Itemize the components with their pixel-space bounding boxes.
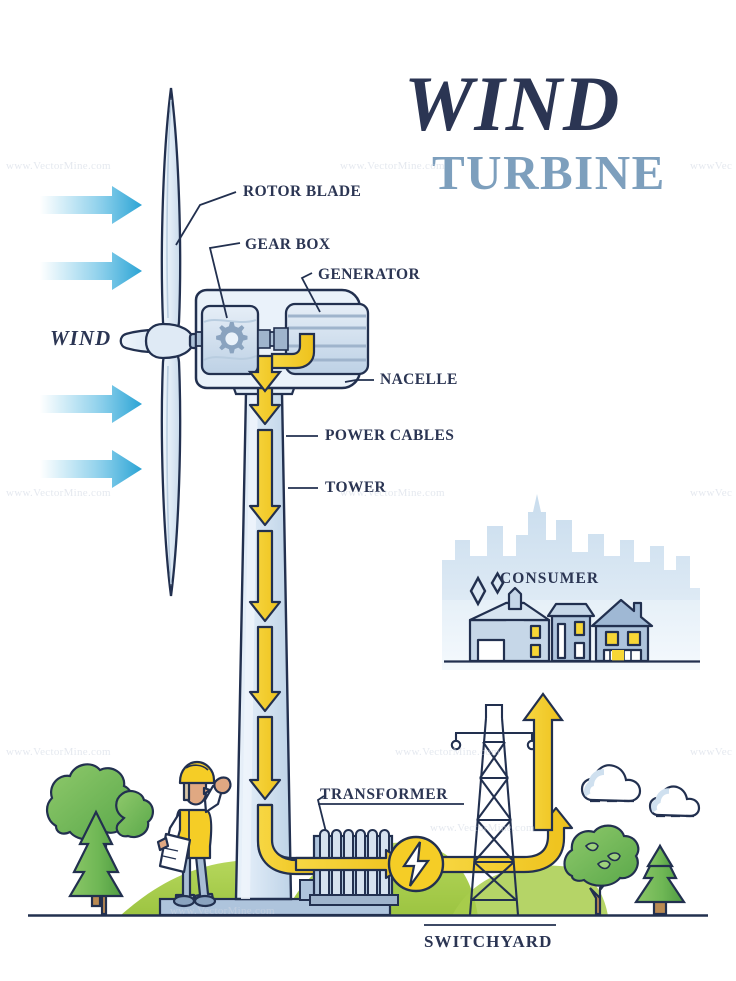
label-wind: WIND	[50, 326, 112, 350]
label-transformer: TRANSFORMER	[320, 786, 449, 803]
rotor-blade-2	[160, 349, 182, 597]
label-power-cables: POWER CABLES	[325, 427, 455, 444]
right-trees	[563, 824, 687, 916]
tree-foliage	[46, 763, 154, 841]
lightning-badge	[387, 835, 445, 893]
wind-arrow-2	[40, 252, 142, 290]
gear-icon	[216, 322, 248, 354]
label-consumer: CONSUMER	[500, 570, 600, 587]
gear-box	[200, 304, 271, 376]
leader-nacelle	[344, 379, 374, 383]
label-switchyard: SWITCHYARD	[424, 932, 553, 951]
power-cable-arrows	[248, 383, 320, 876]
consumer-supply-arrow	[521, 692, 565, 832]
leader-generator	[300, 272, 321, 313]
title-line-2: TURBINE	[432, 145, 666, 200]
wind-arrow-4	[40, 450, 142, 488]
sparkle-icon	[469, 571, 505, 607]
clouds	[580, 764, 701, 818]
to-consumer-arrow	[428, 806, 574, 874]
wind-arrows	[40, 186, 142, 488]
leader-lines	[175, 191, 374, 841]
transmission-pylon	[450, 703, 538, 916]
label-nacelle: NACELLE	[380, 371, 458, 388]
wind-arrow-3	[40, 385, 142, 423]
nacelle	[194, 288, 370, 393]
title-line-1: WIND	[404, 60, 621, 147]
consumer-houses	[468, 586, 654, 663]
wind-arrow-1	[40, 186, 142, 224]
cloud-icon-2	[648, 785, 701, 818]
label-gear-box: GEAR BOX	[245, 236, 331, 253]
rotor-hub	[144, 322, 195, 360]
leader-gear-box	[208, 242, 241, 319]
cloud-icon-1	[580, 764, 642, 803]
leader-transformer	[316, 795, 329, 841]
rotor-blade-1	[160, 87, 182, 335]
label-generator: GENERATOR	[318, 266, 421, 283]
left-trees	[46, 763, 154, 916]
worker	[156, 760, 232, 908]
label-rotor-blade: ROTOR BLADE	[243, 183, 362, 200]
lightning-bolt-icon	[401, 841, 431, 887]
leader-rotor-blade	[175, 191, 237, 246]
label-tower: TOWER	[325, 479, 387, 496]
